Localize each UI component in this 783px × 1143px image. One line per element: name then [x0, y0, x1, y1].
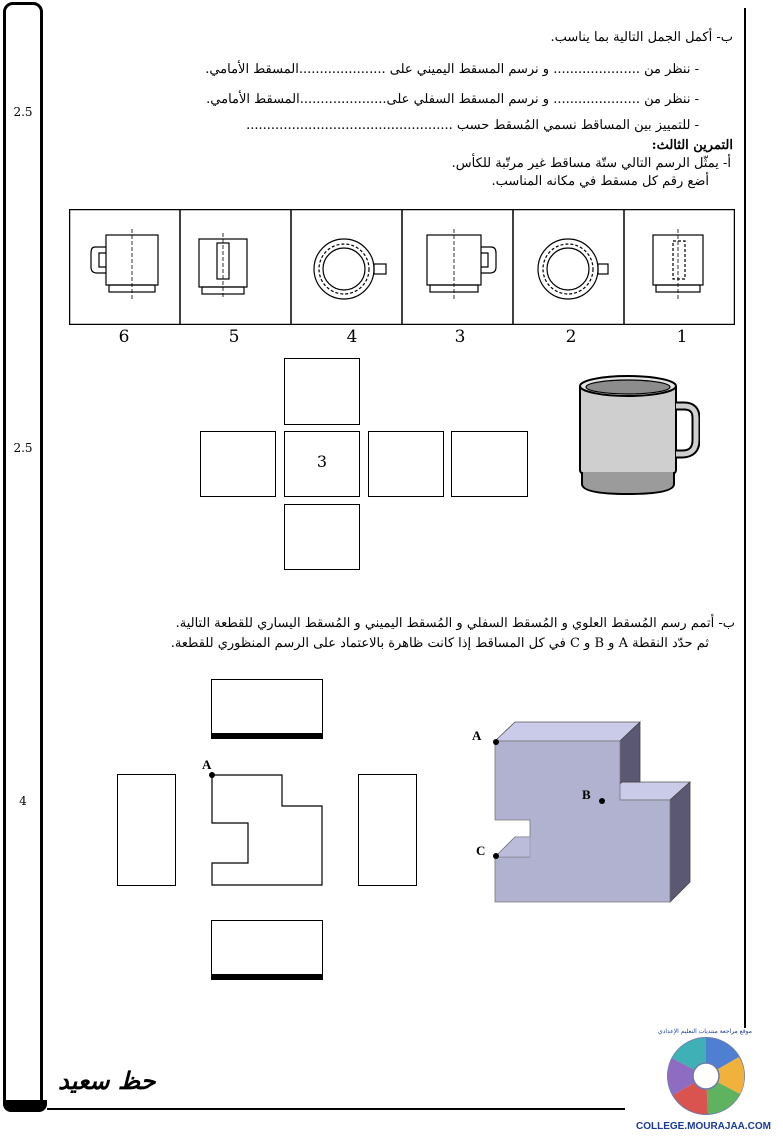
fill-line-3: - للتمييز بين المساقط نسمي المُسقط حسب .… [246, 118, 699, 133]
layout-box-top[interactable] [284, 358, 360, 425]
view-6-mug-side-handle-left [90, 229, 159, 299]
fill-line-1: - ننظر من ..................... و نرسم ا… [205, 62, 699, 77]
layout-box-bottom[interactable] [284, 504, 360, 570]
score-exercise3-a: 2.5 [13, 441, 33, 455]
fill-line-2: - ننظر من ..................... و نرسم ا… [206, 92, 699, 107]
view-number-3: 3 [454, 327, 466, 347]
part-b2-line1: ب- أتمم رسم المُسقط العلوي و المُسقط الس… [175, 616, 735, 631]
footer-url[interactable]: COLLEGE.MOURAJAA.COM [636, 1121, 771, 1132]
point-a-label: A [472, 728, 482, 743]
exercise3-title: التمرين الثالث: [651, 138, 733, 153]
view-2-mug-bottom-handle-right [537, 238, 609, 300]
layout-box-right[interactable] [368, 431, 444, 497]
point-b-label: B [582, 787, 591, 802]
view-1-mug-back-hidden-handle [652, 229, 704, 299]
site-logo [636, 1030, 772, 1118]
point-c-label: C [476, 843, 486, 858]
page-right-border [744, 8, 746, 1028]
score-exercise3-b: 4 [19, 794, 27, 808]
part-b2-line2: ثم حدّد النقطة A و B و C في كل المساقط إ… [170, 636, 709, 651]
score-part-b1: 2.5 [13, 105, 33, 119]
left-view-box[interactable] [358, 774, 417, 886]
views-strip-drawing [68, 208, 736, 326]
point-a-front-label: A [202, 757, 212, 772]
score-margin-column [3, 2, 43, 1110]
layout-box-center[interactable]: 3 [284, 431, 360, 497]
view-number-5: 5 [228, 327, 240, 347]
margin-bottom-bar [3, 1100, 47, 1112]
view-3-mug-side-handle-right [426, 229, 497, 299]
part-b1-heading: ب- أكمل الجمل التالية بما يناسب. [550, 30, 733, 45]
right-view-box[interactable] [117, 774, 176, 886]
layout-box-left[interactable] [200, 431, 276, 497]
view-number-2: 2 [565, 327, 577, 347]
exercise3-a-line1: أ- يمثّل الرسم التالي ستّة مساقط غير مرت… [451, 156, 731, 171]
view-number-4: 4 [346, 327, 358, 347]
layout-box-far-right[interactable] [451, 431, 528, 497]
layout-center-number: 3 [316, 452, 328, 471]
views-strip [68, 208, 736, 326]
bottom-view-box[interactable] [211, 920, 323, 980]
isometric-part-drawing [485, 715, 695, 905]
front-view-drawing [205, 768, 329, 892]
view-5-mug-front-handle [198, 233, 248, 299]
view-4-mug-top-handle-right [313, 238, 387, 300]
page-bottom-border [47, 1108, 625, 1110]
mug-3d-illustration [570, 372, 701, 502]
good-luck-signature: حظ سعيد [58, 1066, 156, 1095]
logo-arc-text: موقع مراجعة منتديات التعليم الإعدادي [658, 1028, 752, 1035]
top-view-box[interactable] [211, 679, 323, 739]
view-number-6: 6 [118, 327, 130, 347]
view-number-1: 1 [676, 327, 688, 347]
exercise3-a-line2: أضع رقم كل مسقط في مكانه المناسب. [491, 174, 709, 189]
